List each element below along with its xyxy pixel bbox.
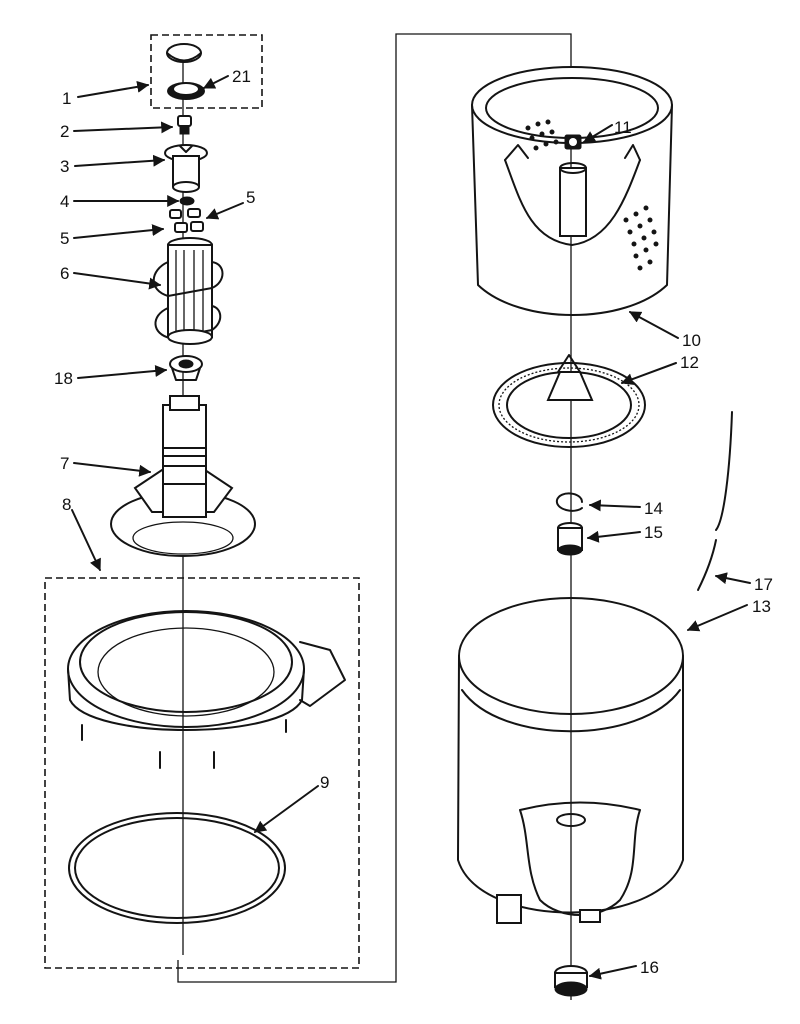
callout-3: 3 — [60, 157, 69, 176]
callout-1: 1 — [62, 89, 71, 108]
part-basket-nut — [564, 134, 582, 150]
part-retaining-ring — [555, 492, 583, 512]
part-dogs — [169, 208, 204, 233]
callout-12: 12 — [680, 353, 699, 372]
callout-9: 9 — [320, 773, 329, 792]
part-tub-ring — [67, 610, 346, 769]
callout-2: 2 — [60, 122, 69, 141]
callout-4: 4 — [60, 192, 69, 211]
part-outer-tub — [457, 597, 684, 924]
part-drive-bell — [169, 355, 203, 381]
callout-17: 17 — [754, 575, 773, 594]
part-bolt — [177, 115, 192, 135]
callout-21: 21 — [232, 67, 251, 86]
callout-11: 11 — [614, 118, 632, 137]
callout-5-left: 5 — [60, 229, 69, 248]
part-agitator-base — [110, 395, 256, 557]
callout-6: 6 — [60, 264, 69, 283]
callout-18: 18 — [54, 369, 73, 388]
group-box-part-8 — [44, 577, 360, 969]
group-box-part-1 — [150, 34, 263, 109]
callout-13: 13 — [752, 597, 771, 616]
part-cap — [166, 43, 202, 63]
part-drain-plug — [554, 965, 588, 997]
callout-8: 8 — [62, 495, 71, 514]
callout-5-right: 5 — [246, 188, 255, 207]
part-spin-hub — [492, 354, 646, 448]
callout-15: 15 — [644, 523, 663, 542]
part-cap-ring — [167, 82, 205, 100]
part-gasket — [68, 812, 286, 924]
part-agitator-cap — [164, 144, 208, 193]
part-hose — [697, 411, 733, 591]
part-bushing — [557, 522, 583, 556]
callout-16: 16 — [640, 958, 659, 977]
callout-10: 10 — [682, 331, 701, 350]
part-washer — [179, 196, 195, 206]
part-spin-basket — [471, 66, 673, 316]
part-agitator-auger — [152, 237, 224, 345]
callout-7: 7 — [60, 454, 69, 473]
leader-lines — [71, 75, 751, 980]
callout-14: 14 — [644, 499, 663, 518]
